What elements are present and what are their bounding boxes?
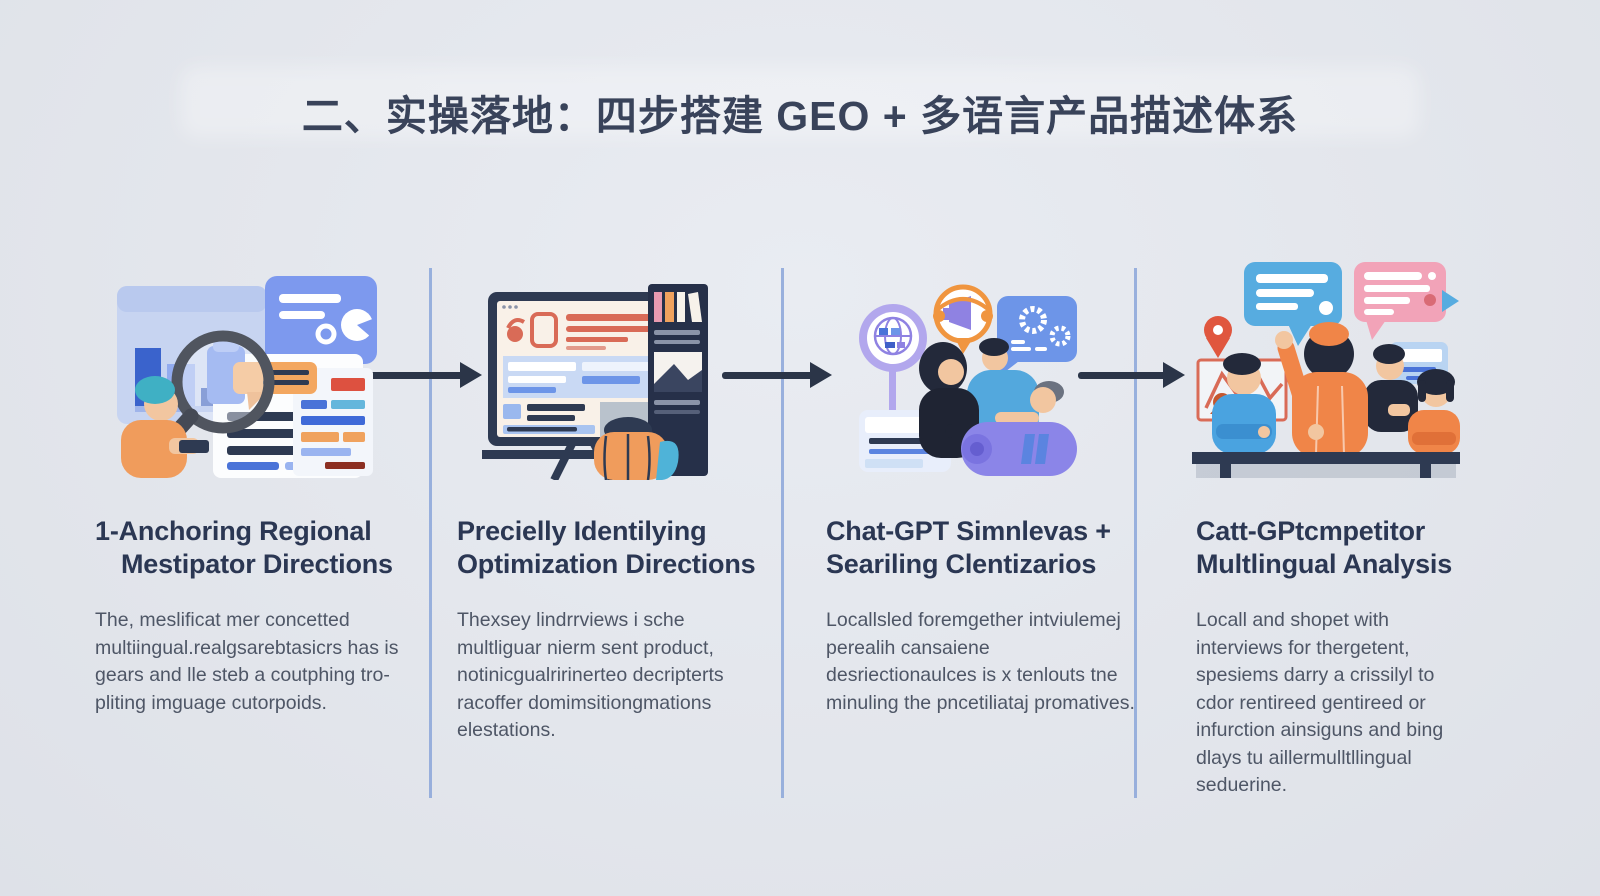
team-discussion-analysis-illustration — [1192, 256, 1460, 478]
illustration-svg — [117, 276, 377, 478]
flow-right-arrow-icon — [368, 362, 482, 388]
step-heading-line2: Mestipator Directions — [121, 549, 393, 579]
step-4-description: Locall and shopet with interviews for th… — [1196, 609, 1444, 796]
magnifier-market-research-illustration — [95, 270, 380, 478]
illustration-svg — [1192, 262, 1460, 478]
illustration-svg — [859, 284, 1077, 476]
step-heading-line1: Chat-GPT Simnlevas + — [826, 516, 1111, 546]
page-title: 二、实操落地：四步搭建 GEO + 多语言产品描述体系 — [301, 93, 1299, 139]
step-number: 1- — [95, 516, 119, 546]
step-1: 1-Anchoring Regional Mestipator Directio… — [95, 515, 407, 717]
step-2: Precielly Identilying Optimization Direc… — [457, 515, 769, 745]
step-heading-line2: Seariling Clentizarios — [826, 549, 1097, 579]
step-3-description: Locallsled foremgether intviulemej perea… — [826, 609, 1135, 714]
step-1-heading: 1-Anchoring Regional Mestipator Directio… — [95, 515, 407, 581]
step-heading-line2: Multlingual Analysis — [1196, 549, 1453, 579]
website-monitor-audit-illustration — [478, 284, 728, 480]
step-1-description: The, meslificat mer concetted multiingua… — [95, 609, 399, 714]
column-divider — [429, 268, 432, 798]
title-highlight-band — [180, 66, 1420, 138]
step-2-heading: Precielly Identilying Optimization Direc… — [457, 515, 769, 581]
illustration-svg — [482, 284, 708, 480]
step-3-heading: Chat-GPT Simnlevas + Seariling Clentizar… — [826, 515, 1144, 581]
column-divider — [1134, 268, 1137, 798]
column-divider — [781, 268, 784, 798]
step-4: Catt-GPtcmpetitor Multlingual Analysis L… — [1196, 515, 1468, 800]
flow-right-arrow-icon — [1078, 362, 1185, 388]
chat-interview-people-illustration — [845, 284, 1080, 480]
step-3: Chat-GPT Simnlevas + Seariling Clentizar… — [826, 515, 1144, 717]
step-heading-line1: Anchoring Regional — [118, 516, 372, 546]
step-2-description: Thexsey lindrrviews i sche multliguar ni… — [457, 609, 724, 741]
step-heading-line1: Precielly Identilying — [457, 516, 707, 546]
flow-right-arrow-icon — [722, 362, 832, 388]
step-4-heading: Catt-GPtcmpetitor Multlingual Analysis — [1196, 515, 1468, 581]
step-heading-line1: Catt-GPtcmpetitor — [1196, 516, 1426, 546]
step-heading-line2: Optimization Directions — [457, 549, 756, 579]
